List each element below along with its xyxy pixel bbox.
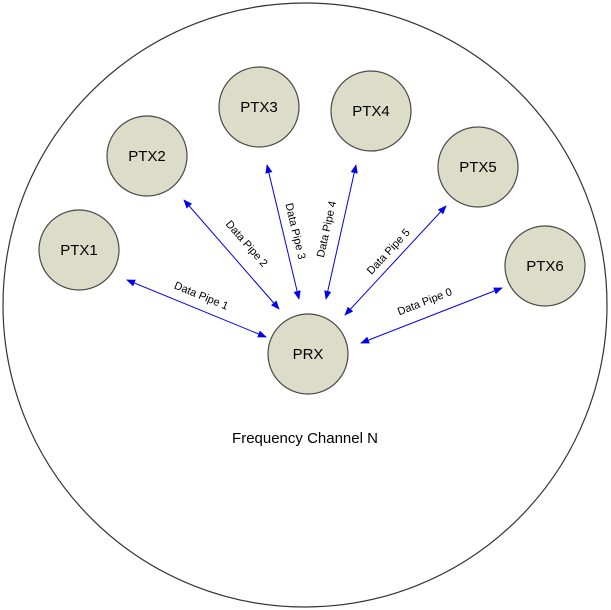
ptx6-circle bbox=[504, 225, 586, 307]
data-pipe-0-link bbox=[360, 287, 503, 344]
prx-node: PRX bbox=[267, 313, 349, 395]
ptx5-node: PTX5 bbox=[437, 126, 519, 208]
ptx2-node: PTX2 bbox=[106, 115, 188, 197]
ptx5-label: PTX5 bbox=[459, 159, 497, 176]
data-pipe-4-link bbox=[324, 164, 358, 300]
ptx3-label: PTX3 bbox=[240, 99, 278, 116]
prx-label: PRX bbox=[293, 346, 324, 363]
ptx1-node: PTX1 bbox=[38, 209, 120, 291]
ptx2-circle bbox=[106, 115, 188, 197]
ptx2-label: PTX2 bbox=[128, 148, 166, 165]
ptx6-label: PTX6 bbox=[526, 258, 564, 275]
ptx4-circle bbox=[330, 70, 412, 152]
ptx5-circle bbox=[437, 126, 519, 208]
ptx1-label: PTX1 bbox=[60, 242, 98, 259]
ptx1-circle bbox=[38, 209, 120, 291]
ptx4-label: PTX4 bbox=[352, 103, 390, 120]
links-group bbox=[126, 164, 503, 344]
prx-circle bbox=[267, 313, 349, 395]
ptx4-node: PTX4 bbox=[330, 70, 412, 152]
ptx3-node: PTX3 bbox=[218, 66, 300, 148]
data-pipe-3-link bbox=[265, 164, 301, 300]
ptx6-node: PTX6 bbox=[504, 225, 586, 307]
data-pipe-2-link bbox=[183, 199, 280, 310]
ptx3-circle bbox=[218, 66, 300, 148]
channel-label: Frequency Channel N bbox=[232, 430, 378, 447]
